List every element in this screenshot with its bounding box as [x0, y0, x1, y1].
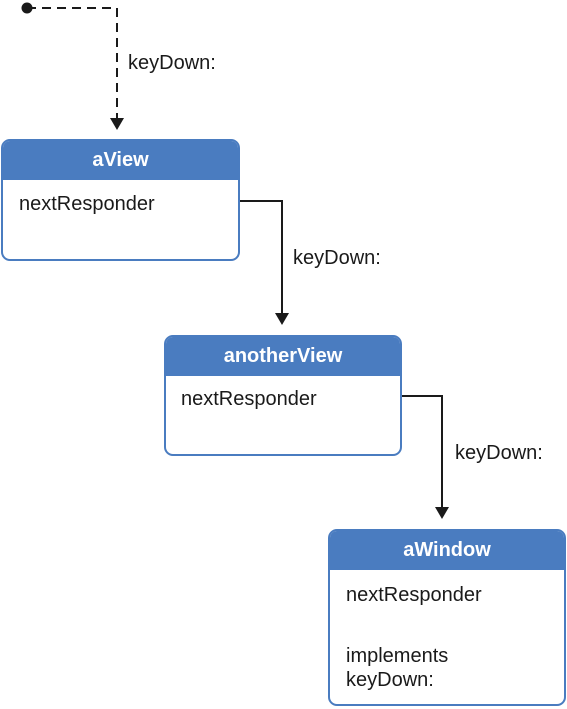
entry-dashed-arrow [27, 7, 124, 130]
anotherview-edge-keydown-label: keyDown: [455, 442, 543, 464]
awindow-title: aWindow [330, 531, 564, 570]
anotherview-box: anotherView nextResponder [164, 335, 402, 456]
anotherview-title: anotherView [166, 337, 400, 376]
anotherview-next-responder-field: nextResponder [181, 388, 317, 410]
awindow-implements-note: implements keyDown: [346, 645, 449, 691]
awindow-next-responder-field: nextResponder [346, 584, 482, 606]
aview-edge-keydown-label: keyDown: [293, 247, 381, 269]
aview-next-responder-field: nextResponder [19, 193, 155, 215]
entry-keydown-label: keyDown: [128, 52, 216, 74]
awindow-box: aWindow nextResponder implements keyDown… [328, 529, 566, 706]
aview-box: aView nextResponder [1, 139, 240, 261]
aview-title: aView [3, 141, 238, 180]
